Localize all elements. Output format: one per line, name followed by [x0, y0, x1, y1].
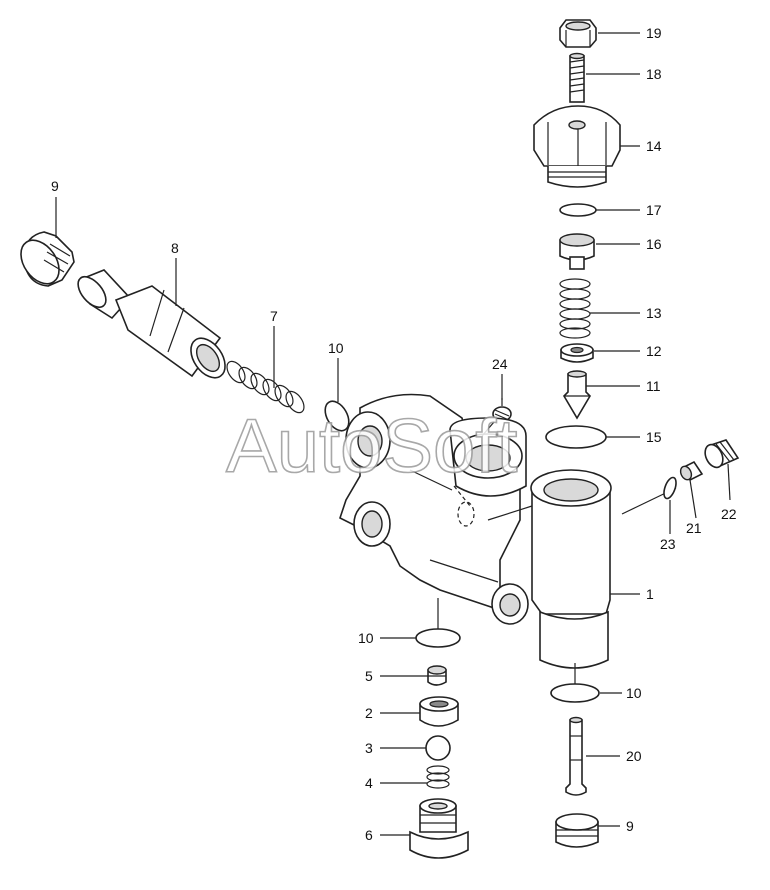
- callout-2: 2: [365, 705, 373, 721]
- callout-10-lower-right: 10: [626, 685, 642, 701]
- callout-10-upper: 10: [328, 340, 344, 356]
- callout-15: 15: [646, 429, 662, 445]
- part-10-seal-lower-left: [415, 628, 461, 648]
- part-5-small-valve: [427, 665, 447, 686]
- callout-10-lower-left: 10: [358, 630, 374, 646]
- part-13-spring: [559, 278, 591, 339]
- callout-4: 4: [365, 775, 373, 791]
- part-23-o-ring: [663, 476, 677, 500]
- part-4-spring: [426, 765, 450, 789]
- callout-18: 18: [646, 66, 662, 82]
- part-16-valve-cap: [559, 233, 595, 270]
- callout-6: 6: [365, 827, 373, 843]
- part-12-seat-ring: [560, 343, 594, 363]
- callout-19: 19: [646, 25, 662, 41]
- part-18-stud: [569, 52, 585, 103]
- part-1-pump-body: [339, 393, 677, 686]
- callout-3: 3: [365, 740, 373, 756]
- part-14-cap-nut: [533, 105, 621, 188]
- part-24-bleed-screw: [492, 398, 512, 422]
- part-17-washer: [559, 203, 597, 217]
- callout-24: 24: [492, 356, 508, 372]
- callout-23: 23: [660, 536, 676, 552]
- part-22-plug-side: [704, 439, 740, 469]
- callout-8: 8: [171, 240, 179, 256]
- callout-20: 20: [626, 748, 642, 764]
- callout-14: 14: [646, 138, 662, 154]
- callout-7: 7: [270, 308, 278, 324]
- part-21-fitting: [679, 460, 704, 482]
- callout-11: 11: [646, 378, 661, 394]
- part-9-plug-bottom: [555, 813, 599, 848]
- callout-17: 17: [646, 202, 662, 218]
- part-19-nut: [559, 19, 597, 48]
- part-3-ball: [425, 735, 451, 761]
- part-11-valve-needle: [562, 370, 592, 420]
- leader-lines: [55, 32, 731, 836]
- part-7-spring: [226, 360, 305, 414]
- part-9-plug-top: [20, 231, 75, 287]
- callout-5: 5: [365, 668, 373, 684]
- callout-16: 16: [646, 236, 662, 252]
- part-10-seal-lower-right: [550, 683, 600, 703]
- watermark-text: AutoSoft: [226, 404, 518, 489]
- callout-13: 13: [646, 305, 662, 321]
- callout-12: 12: [646, 343, 662, 359]
- callout-9-bottom: 9: [626, 818, 634, 834]
- callout-22: 22: [721, 506, 737, 522]
- part-15-gasket: [545, 425, 607, 449]
- callout-21: 21: [686, 520, 702, 536]
- part-2-valve-seat: [419, 696, 459, 727]
- part-10-seal-upper: [324, 400, 350, 432]
- part-20-push-rod: [565, 716, 587, 796]
- part-8-plunger-sleeve: [77, 269, 226, 379]
- part-6-plug-bottom: [409, 798, 469, 859]
- callout-9-top: 9: [51, 178, 59, 194]
- callout-1: 1: [646, 586, 654, 602]
